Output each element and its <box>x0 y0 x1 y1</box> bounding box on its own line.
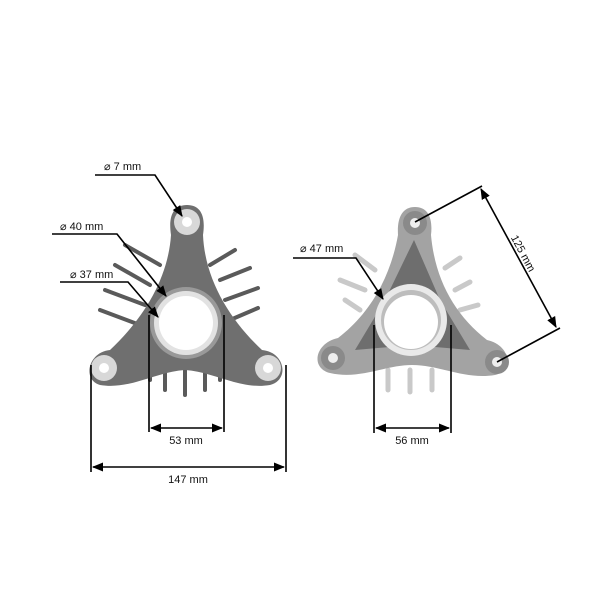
left-dimensions: ⌀ 7 mm ⌀ 40 mm ⌀ 37 mm 53 mm 147 mm <box>52 161 287 486</box>
dim-label-37mm: ⌀ 37 mm <box>70 269 113 281</box>
dim-label-40mm: ⌀ 40 mm <box>60 221 103 233</box>
left-spindle-housing <box>89 205 283 397</box>
dim-label-56mm: 56 mm <box>395 435 429 447</box>
dim-label-7mm: ⌀ 7 mm <box>104 161 141 173</box>
dim-label-47mm: ⌀ 47 mm <box>300 243 343 255</box>
right-spindle-housing <box>317 207 509 395</box>
dim-label-147mm: 147 mm <box>168 474 208 486</box>
dim-label-125mm: 125 mm <box>508 233 537 274</box>
dim-label-53mm: 53 mm <box>169 435 203 447</box>
